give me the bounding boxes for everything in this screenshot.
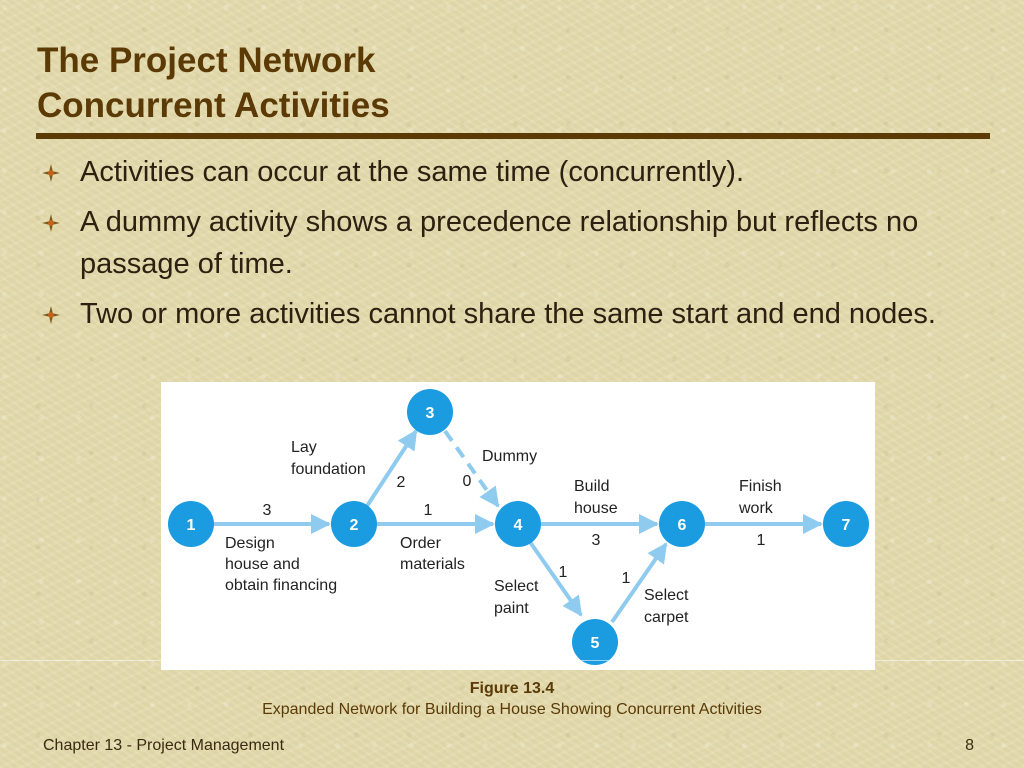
title-line-2: Concurrent Activities — [37, 86, 390, 125]
bullet-text: Activities can occur at the same time (c… — [80, 156, 745, 188]
activity-label: Select — [644, 587, 689, 604]
node-label: 5 — [591, 635, 600, 652]
bullet-item-2: A dummy activity shows a precedence rela… — [40, 201, 990, 285]
activity-label: work — [738, 500, 774, 517]
node-label: 7 — [842, 517, 851, 534]
footer-chapter: Chapter 13 - Project Management — [43, 737, 285, 754]
activity-label: Design — [225, 535, 275, 552]
network-svg: 1 2 3 4 5 6 7 3 Design house and ob — [168, 389, 869, 665]
node-1: 1 — [168, 501, 214, 547]
duration-label: 2 — [397, 474, 406, 491]
figure-description: Expanded Network for Building a House Sh… — [262, 701, 762, 718]
node-6: 6 — [659, 501, 705, 547]
activity-label: Order — [400, 535, 442, 552]
activity-label: Dummy — [482, 448, 537, 465]
node-label: 3 — [426, 405, 435, 422]
activity-label: house and — [225, 556, 300, 573]
duration-label: 1 — [559, 564, 568, 581]
title-divider — [36, 133, 990, 139]
activity-label: Select — [494, 578, 539, 595]
footer-page-number: 8 — [965, 737, 974, 754]
node-label: 4 — [514, 517, 523, 534]
activity-label: materials — [400, 556, 465, 573]
duration-label: 3 — [592, 532, 601, 549]
arrow-5-6 — [610, 542, 668, 624]
bullet-star-icon — [42, 214, 60, 232]
slide-title: The Project Network Concurrent Activitie… — [37, 38, 390, 128]
activity-label: Build — [574, 478, 610, 495]
node-label: 1 — [187, 517, 196, 534]
node-label: 2 — [350, 517, 359, 534]
arrow-3-4-dummy — [443, 429, 500, 508]
activity-label: paint — [494, 600, 529, 617]
bullet-text: A dummy activity shows a precedence rela… — [80, 206, 919, 280]
figure-caption: Figure 13.4 Expanded Network for Buildin… — [0, 679, 1024, 721]
bullet-item-3: Two or more activities cannot share the … — [40, 293, 990, 335]
network-diagram: 1 2 3 4 5 6 7 3 Design house and ob — [161, 382, 875, 670]
node-7: 7 — [823, 501, 869, 547]
duration-label: 3 — [263, 502, 272, 519]
duration-label: 1 — [622, 570, 631, 587]
activity-label: Lay — [291, 439, 317, 456]
activity-label: carpet — [644, 609, 689, 626]
bullet-star-icon — [42, 306, 60, 324]
activity-label: foundation — [291, 461, 366, 478]
activity-label: obtain financing — [225, 577, 337, 594]
activity-label: Finish — [739, 478, 782, 495]
bullet-star-icon — [42, 164, 60, 182]
title-line-1: The Project Network — [37, 41, 376, 80]
footer-divider — [0, 660, 1024, 661]
node-5: 5 — [572, 619, 618, 665]
arrow-4-5 — [528, 540, 583, 617]
node-4: 4 — [495, 501, 541, 547]
bullet-text: Two or more activities cannot share the … — [80, 298, 936, 330]
node-2: 2 — [331, 501, 377, 547]
node-label: 6 — [678, 517, 687, 534]
bullet-list: Activities can occur at the same time (c… — [40, 151, 990, 343]
duration-label: 1 — [424, 502, 433, 519]
arrow-2-3 — [365, 429, 418, 508]
bullet-item-1: Activities can occur at the same time (c… — [40, 151, 990, 193]
figure-number: Figure 13.4 — [469, 680, 555, 697]
duration-label: 0 — [463, 473, 472, 490]
node-3: 3 — [407, 389, 453, 435]
activity-label: house — [574, 500, 618, 517]
duration-label: 1 — [757, 532, 766, 549]
